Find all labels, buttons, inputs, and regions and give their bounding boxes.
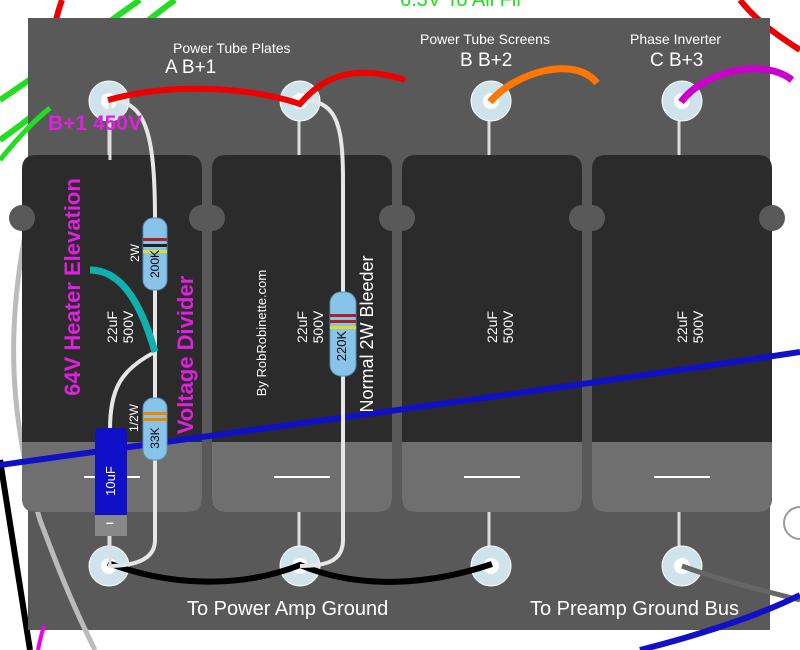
filter-capacitor	[199, 100, 405, 560]
plates-title: Power Tube Plates	[173, 40, 291, 56]
screens-node: B B+2	[460, 50, 513, 71]
screens-title: Power Tube Screens	[420, 31, 550, 47]
teal-wire	[89, 266, 159, 353]
red-wire-b1	[107, 69, 406, 108]
heater-elevation-label: 64V Heater Elevation	[60, 178, 85, 396]
red-wire-right	[737, 0, 800, 53]
electrolytic-value: 10uF	[103, 466, 118, 496]
r33k-power: 1/2W	[127, 404, 141, 433]
r220k-value: 220K	[334, 330, 349, 362]
gray-wire-b	[299, 98, 345, 568]
magenta-wire	[678, 65, 795, 105]
pi-title: Phase Inverter	[630, 31, 722, 47]
cap-voltage-label: 500V	[500, 310, 516, 344]
filter-capacitor	[389, 100, 595, 560]
preamp-ground-wire	[681, 563, 800, 603]
cap-voltage-label: 500V	[310, 310, 326, 344]
resistor-33k	[142, 397, 168, 461]
magenta-wire-bottom	[36, 625, 46, 650]
mounting-hole	[783, 506, 800, 540]
r200k-power: 2W	[128, 244, 142, 262]
cap-voltage-label: 500V	[120, 310, 136, 344]
pi-node: C B+3	[650, 50, 704, 71]
preamp-ground-label: To Preamp Ground Bus	[530, 598, 739, 620]
black-wire-left	[0, 459, 33, 650]
electrolytic-cap	[95, 428, 127, 566]
top-cut-label: 6.3V To All Fil	[400, 0, 521, 11]
gray-wire-a	[107, 98, 157, 568]
voltage-divider-label: Voltage Divider	[173, 275, 198, 435]
credit-label: By RobRobinette.com	[254, 269, 269, 397]
orange-wire	[487, 65, 600, 105]
divider-jumper	[108, 350, 156, 431]
blue-wire-bottom	[639, 592, 800, 650]
power-amp-ground-label: To Power Amp Ground	[187, 598, 389, 620]
filter-capacitor	[579, 100, 785, 560]
resistor-200k	[142, 217, 168, 291]
electrolytic-minus: –	[106, 514, 114, 530]
r200k-value: 200K	[148, 249, 162, 279]
r33k-value: 33K	[148, 427, 162, 449]
resistor-220k	[329, 291, 357, 377]
green-wire-3	[0, 106, 52, 162]
b1-voltage-label: B+1 450V	[48, 112, 142, 135]
plates-node: A B+1	[165, 57, 217, 78]
bleeder-label: Normal 2W Bleeder	[357, 255, 377, 413]
cap-voltage-label: 500V	[690, 310, 706, 344]
